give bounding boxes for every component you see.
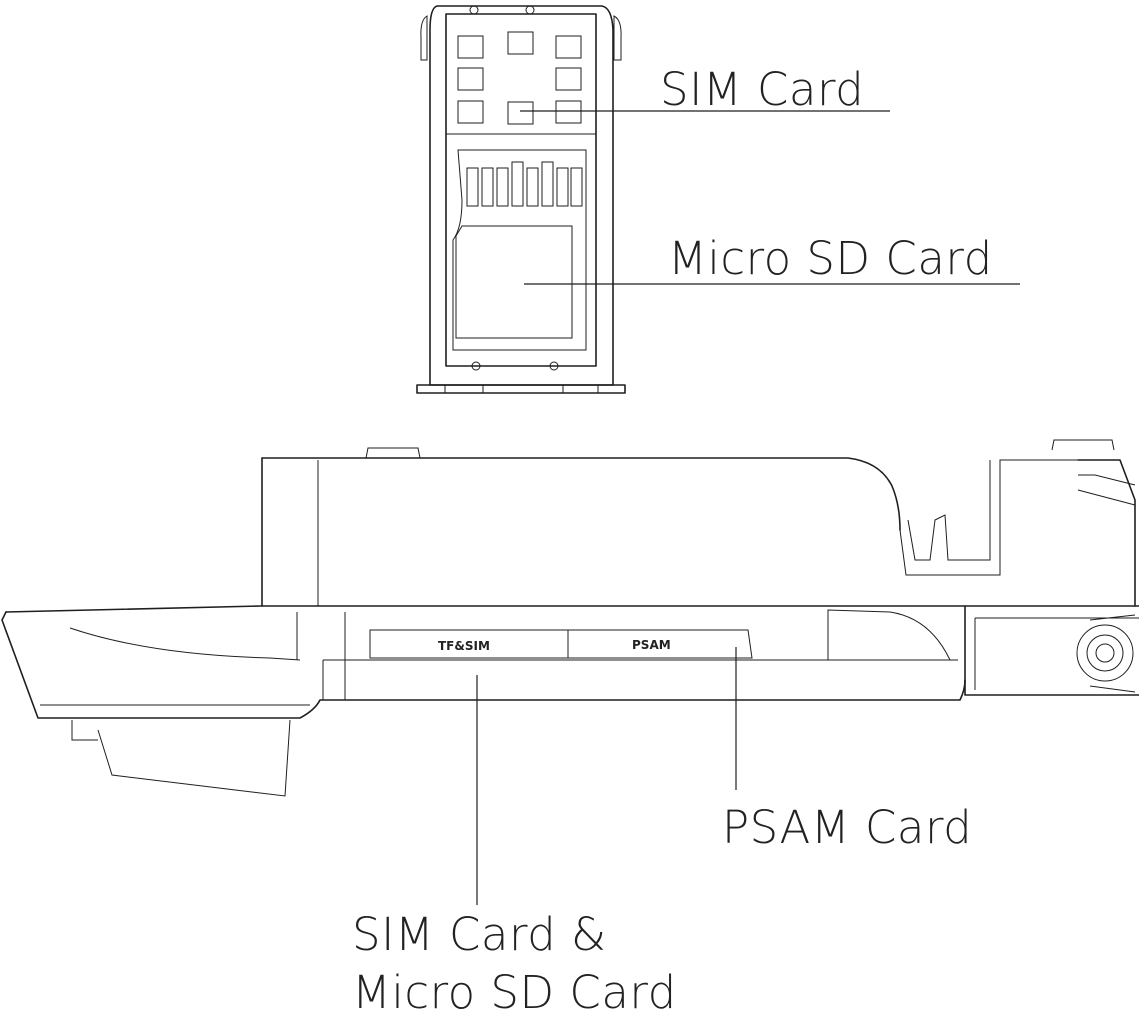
slot-label-tf-sim: TF&SIM — [438, 639, 490, 653]
sim-contacts — [457, 31, 582, 125]
micro-sd-in-tray — [452, 149, 587, 351]
label-micro-sd-card: Micro SD Card — [668, 232, 993, 285]
label-combo-line2: Micro SD Card — [352, 966, 677, 1019]
card-tray — [416, 5, 626, 394]
label-combo-line1: SIM Card & — [352, 908, 607, 961]
slot-label-psam: PSAM — [632, 638, 671, 652]
device-body — [1, 439, 1139, 797]
label-sim-card: SIM Card — [660, 63, 865, 116]
label-psam-card: PSAM Card — [722, 801, 973, 854]
